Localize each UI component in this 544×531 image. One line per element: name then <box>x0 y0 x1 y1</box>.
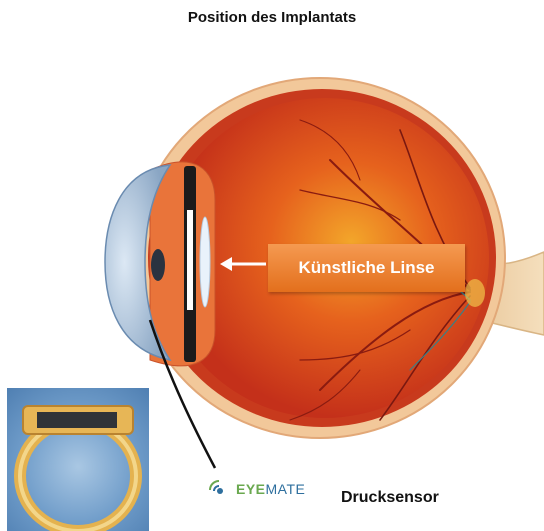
lens-label: Künstliche Linse <box>268 244 465 292</box>
implant-photo <box>7 388 149 531</box>
macula <box>465 279 485 307</box>
implant-ring-icon <box>7 388 149 531</box>
sensor-label: Drucksensor <box>341 489 439 507</box>
implant-lens-inner <box>187 210 193 310</box>
eyemate-logo: EYEMATE <box>206 474 305 504</box>
brand-name-part1: EYE <box>236 481 266 497</box>
wave-signal-icon <box>206 474 232 504</box>
pupil <box>151 249 165 281</box>
artificial-lens <box>200 217 210 307</box>
brand-name-part2: MATE <box>266 481 306 497</box>
